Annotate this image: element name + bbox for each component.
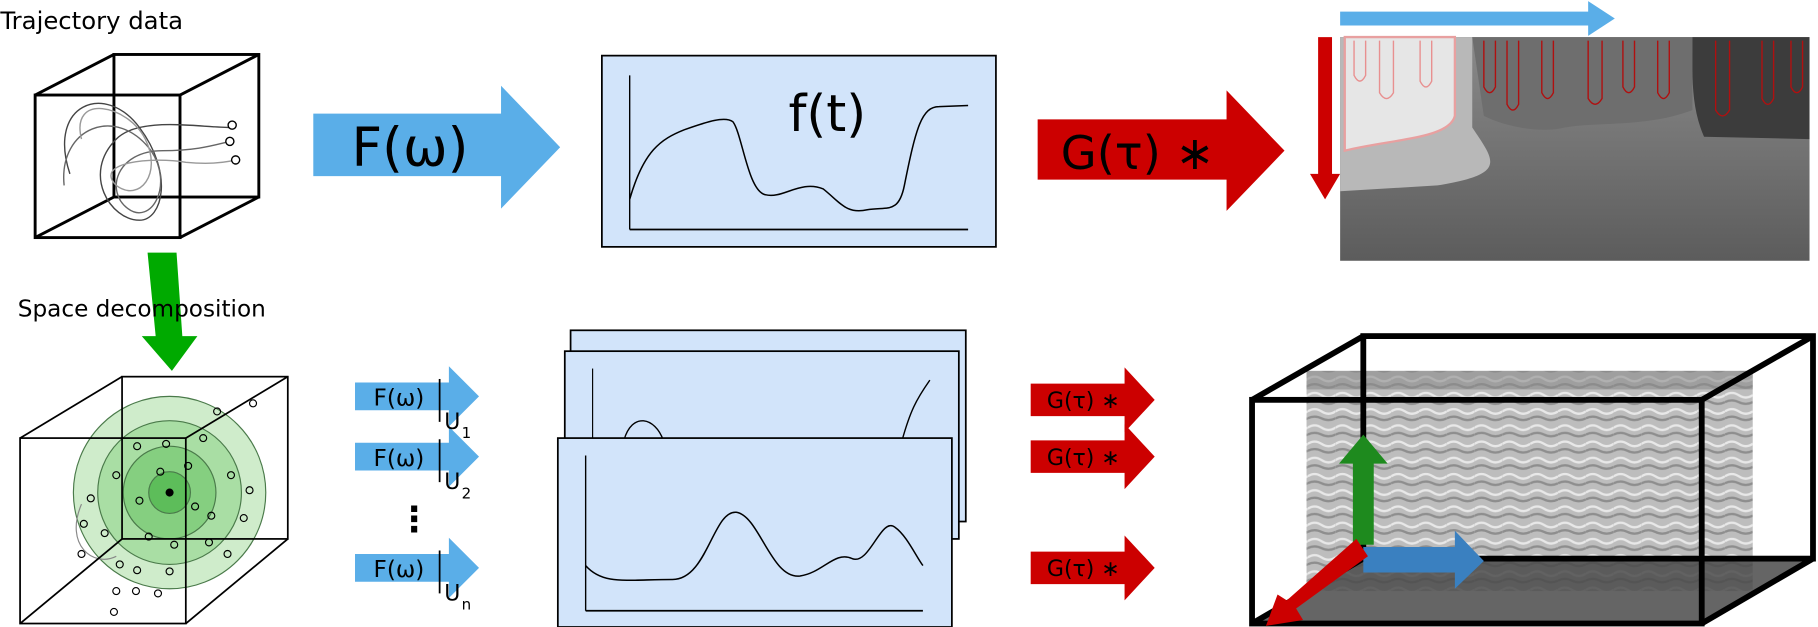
result-heatmap xyxy=(1340,35,1810,261)
ellipsis: ⋮ xyxy=(397,500,432,540)
local-fourier-label: F(ω) xyxy=(374,385,425,412)
local-convolution-arrow-n: G(τ) ∗ xyxy=(1030,535,1155,601)
vertical-axis-arrow xyxy=(1310,37,1341,200)
local-fourier-arrow-1: F(ω) xyxy=(355,366,480,427)
z-axis-arrow xyxy=(1338,434,1388,545)
domain-label: U xyxy=(444,470,460,495)
y-axis-arrow xyxy=(1265,538,1368,626)
domain-labels: U 1 U 2 U n xyxy=(444,410,471,614)
domain-label: U xyxy=(444,581,460,606)
trajectory-cube xyxy=(33,53,261,240)
trajectory-data-label: Trajectory data xyxy=(0,6,183,35)
domain-subscript: 2 xyxy=(462,484,472,502)
convolution-label: G(τ) ∗ xyxy=(1061,126,1215,180)
fourier-label: F(ω) xyxy=(352,117,469,179)
domain-subscript: n xyxy=(462,596,472,614)
x-axis-arrow xyxy=(1363,530,1484,589)
particle-markers xyxy=(225,120,241,165)
decomposition-cube xyxy=(19,375,289,625)
signal-label: f(t) xyxy=(788,85,866,144)
local-fourier-arrow-n: F(ω) xyxy=(355,537,480,599)
decomposition-circles xyxy=(72,395,267,590)
local-convolution-label: G(τ) ∗ xyxy=(1047,557,1120,582)
space-decomposition-label: Space decomposition xyxy=(18,295,266,322)
signal-curve xyxy=(628,104,969,212)
domain-subscript: 1 xyxy=(462,424,472,442)
local-fourier-label: F(ω) xyxy=(374,556,425,583)
decomposition-arrow xyxy=(141,252,198,371)
trajectory-trace xyxy=(75,503,117,560)
local-convolution-label: G(τ) ∗ xyxy=(1047,446,1120,471)
local-convolution-label: G(τ) ∗ xyxy=(1047,389,1120,414)
sample-points xyxy=(77,399,258,616)
local-fourier-arrow-2: F(ω) xyxy=(355,426,480,487)
local-signal-panels xyxy=(556,329,967,627)
local-signal-curve xyxy=(585,511,924,582)
local-fourier-label: F(ω) xyxy=(374,445,425,472)
convolution-arrow: G(τ) ∗ xyxy=(1037,90,1285,211)
trajectory-curves xyxy=(63,102,236,221)
local-convolution-arrow-1: G(τ) ∗ xyxy=(1030,367,1155,433)
horizontal-axis-arrow xyxy=(1340,1,1615,36)
fourier-arrow: F(ω) xyxy=(313,85,561,209)
result-volume xyxy=(1249,333,1816,627)
domain-label: U xyxy=(444,410,460,435)
local-convolution-arrow-2: G(τ) ∗ xyxy=(1030,424,1155,490)
signal-panel: f(t) xyxy=(601,54,997,248)
